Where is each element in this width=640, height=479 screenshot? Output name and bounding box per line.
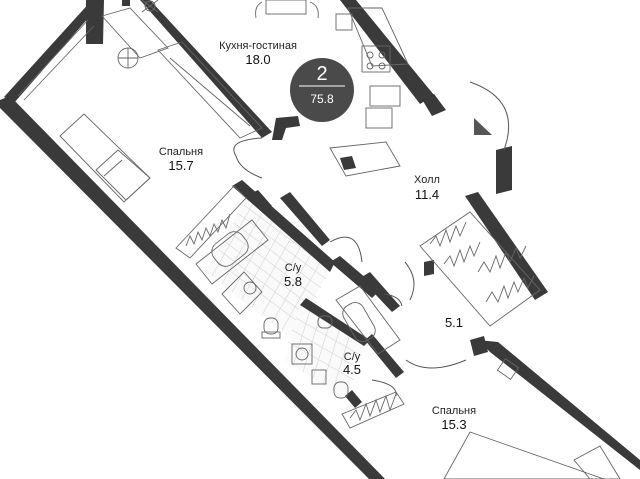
kitchen-area: 18.0 (245, 52, 270, 67)
bathroom-2-name: С/у (344, 351, 361, 363)
bedroom-2-name: Спальня (432, 405, 476, 417)
desk-with-chair (101, 7, 169, 69)
bathroom-1-name: С/у (285, 262, 302, 274)
sink-1 (221, 271, 263, 315)
bathtub-2 (335, 285, 401, 355)
corridor-area: 5.1 (445, 315, 463, 330)
bathroom-1-area: 5.8 (284, 274, 302, 289)
bed-2 (443, 431, 621, 479)
bed-1 (59, 113, 151, 203)
bathtub-1 (195, 219, 269, 285)
badge-circle (290, 58, 354, 122)
bedroom-2-area: 15.3 (441, 417, 466, 432)
wardrobe-2 (341, 391, 405, 429)
hall-name: Холл (414, 174, 440, 186)
corridor-wardrobe (419, 211, 541, 327)
bedroom-1-name: Спальня (159, 146, 203, 158)
toilet-1 (261, 317, 281, 339)
wardrobe-1 (175, 185, 247, 259)
bedside-table (496, 358, 520, 380)
washing-machine (291, 343, 313, 365)
total-area-badge: 2 75.8 (290, 58, 354, 122)
sink-2 (317, 315, 333, 329)
kitchen-name: Кухня-гостиная (219, 40, 297, 52)
bathroom-2-tile-floor (285, 305, 365, 400)
total-area-value: 75.8 (310, 92, 334, 106)
plant-icon (141, 0, 159, 13)
entrance-arrow-icon (474, 118, 492, 135)
room-labels: Кухня-гостиная 18.0 Спальня 15.7 Холл 11… (159, 40, 476, 432)
sofa (157, 41, 263, 139)
toilet-2 (311, 369, 349, 399)
bedroom-1-area: 15.7 (168, 158, 193, 173)
hall-area: 11.4 (415, 187, 439, 202)
room-count: 2 (316, 63, 327, 85)
window-sill (17, 19, 95, 101)
kitchen-counter (329, 7, 409, 177)
bathroom-2-area: 4.5 (343, 362, 361, 377)
dining-table (255, 0, 319, 19)
